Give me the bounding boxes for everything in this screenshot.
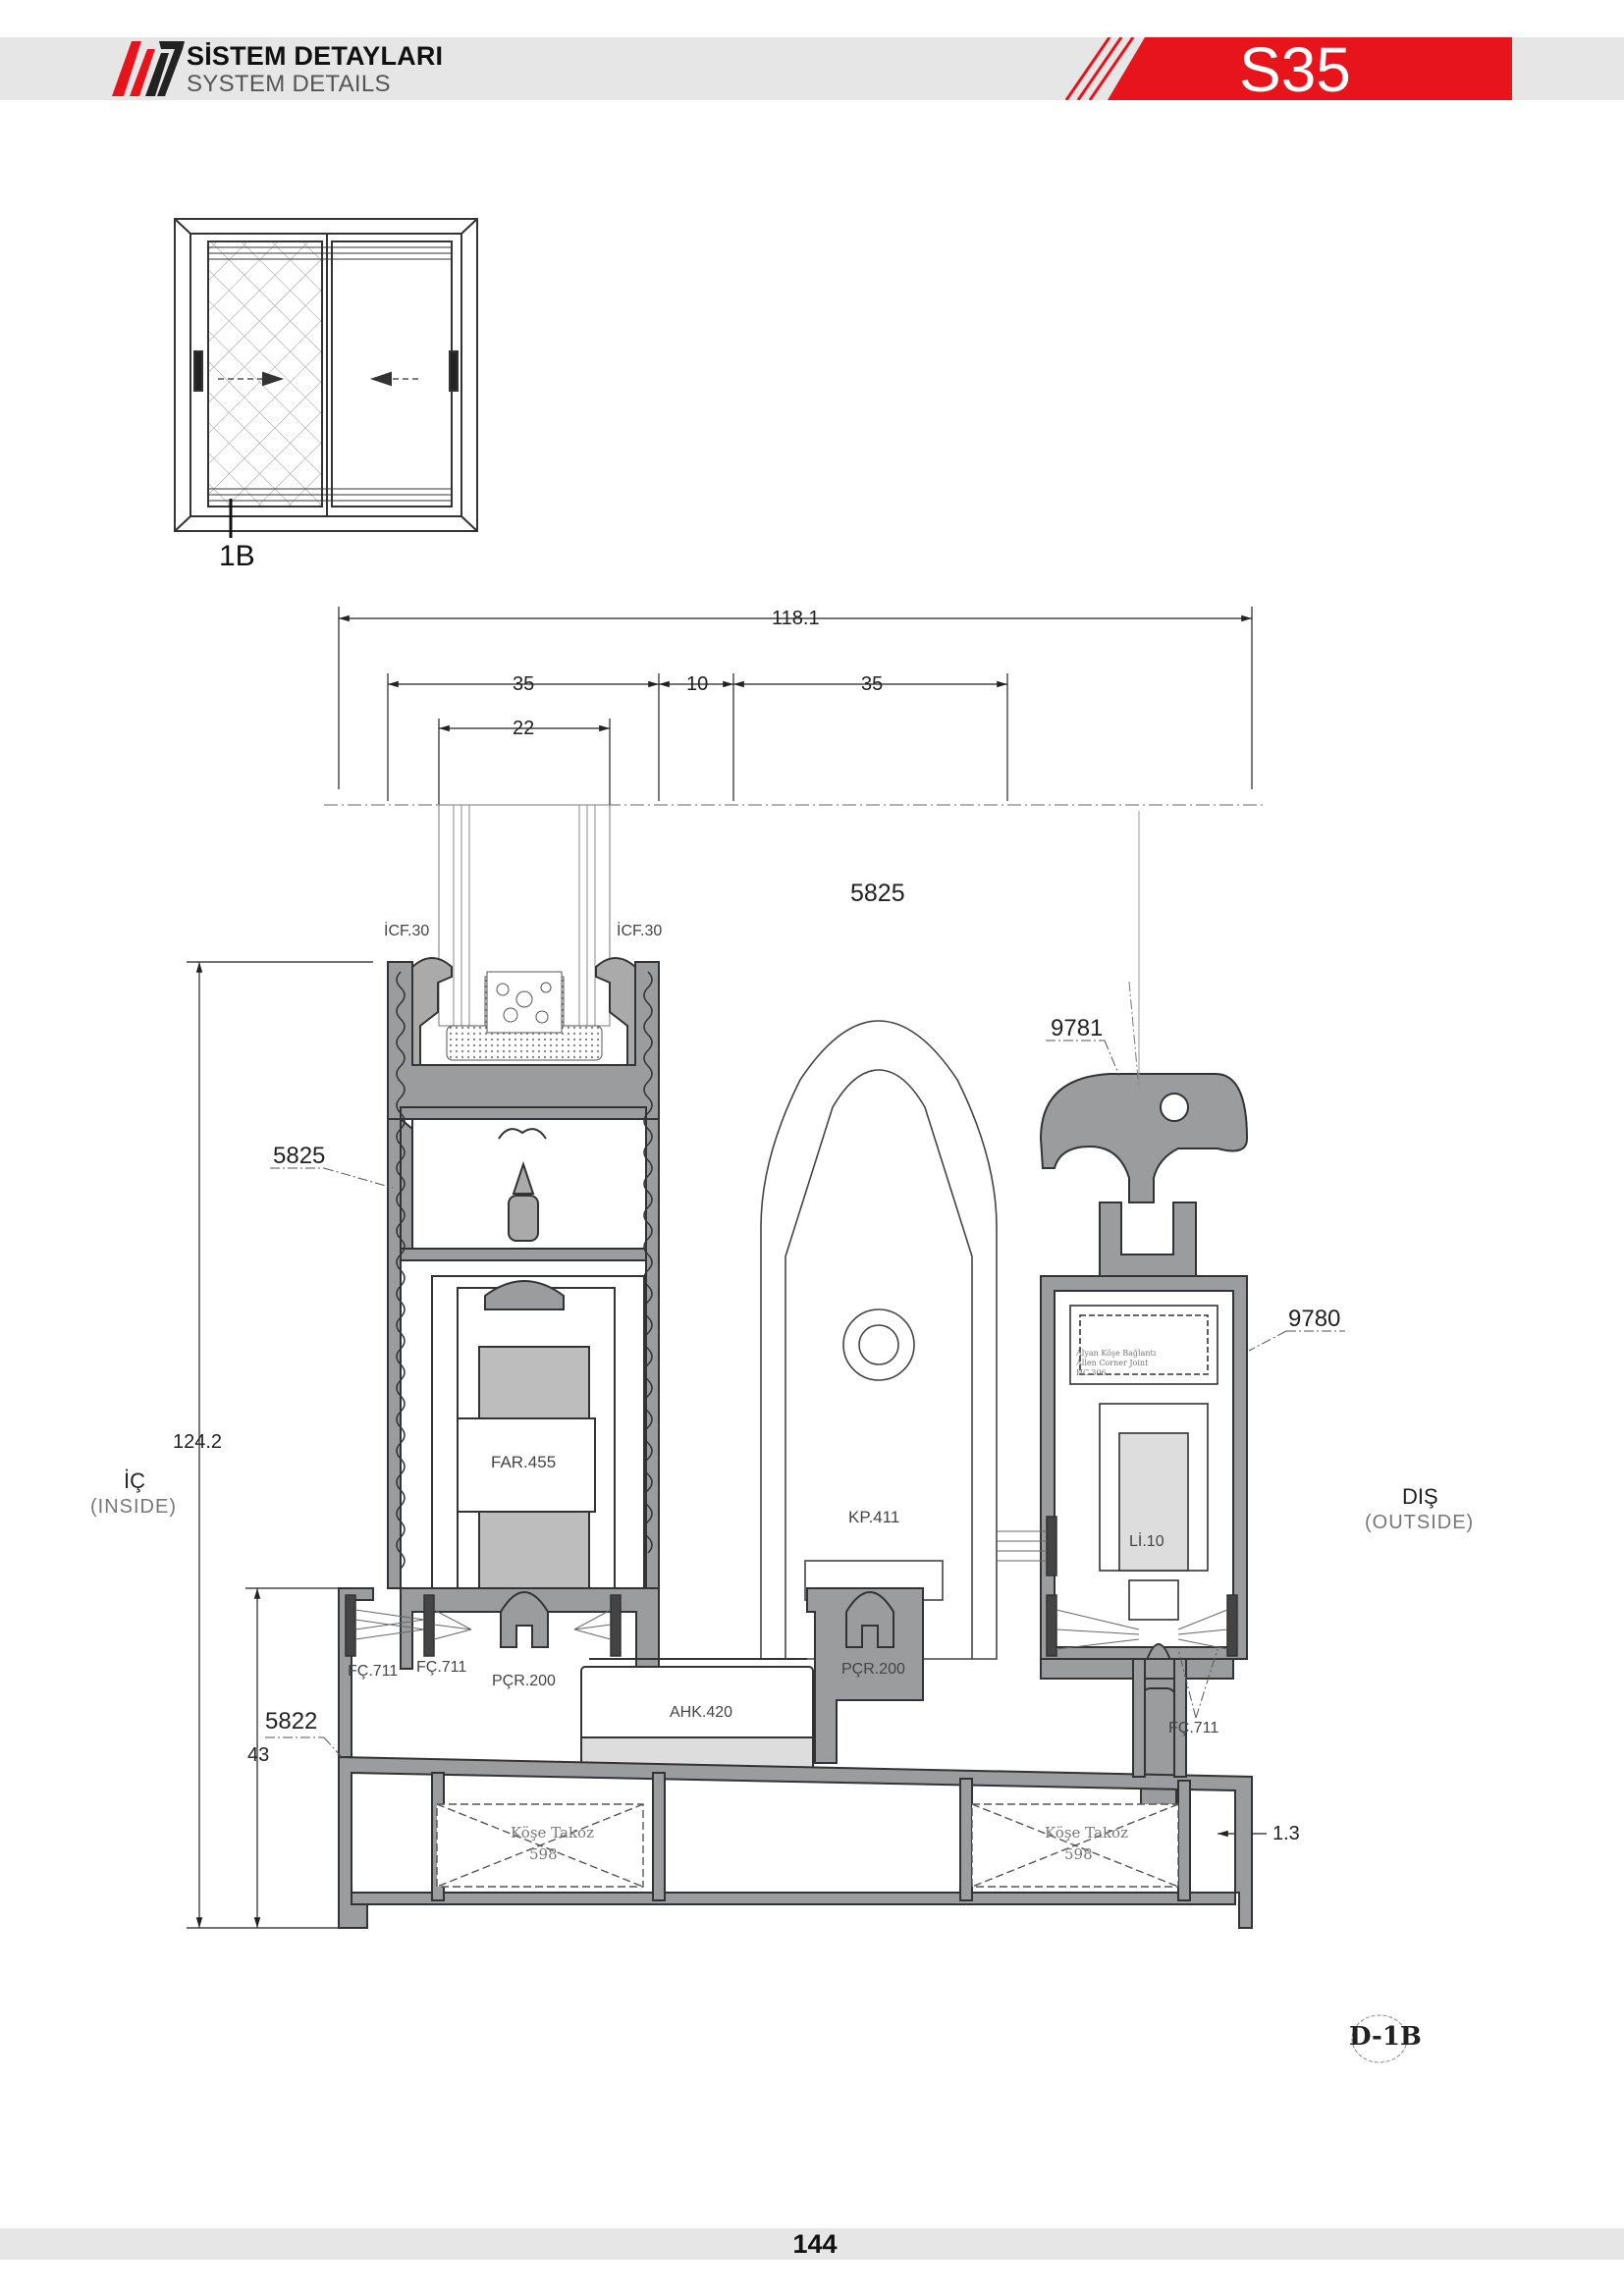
part-label-rail-left: PÇR.200 [492, 1673, 556, 1689]
part-label-sash-left: 5825 [273, 1143, 326, 1169]
brush-seals [345, 1516, 1238, 1657]
wavy-sash-edge [396, 971, 653, 1570]
dim-wall: 1.3 [1272, 1823, 1300, 1844]
frame-profile [338, 1587, 1253, 1929]
part-label-frame: 5822 [265, 1708, 318, 1735]
part-label-brush-2: FÇ.711 [416, 1659, 467, 1676]
detail-ref-label: D-1B [1349, 2022, 1422, 2052]
company-logo [112, 41, 185, 96]
part-label-brush-1: FÇ.711 [348, 1663, 399, 1680]
corner-block-2-label: Köşe Takoz [1045, 1824, 1128, 1842]
page-number: 144 [792, 2229, 838, 2259]
part-label-screen-b: 9780 [1288, 1306, 1341, 1332]
glass-unit [438, 804, 611, 1061]
corner-block-1-label: Köşe Takoz [511, 1824, 594, 1842]
header-title-tr: SİSTEM DETAYLARI [187, 41, 444, 71]
part-label-gasket-right: İCF.30 [617, 923, 663, 939]
part-label-rail-right: PÇR.200 [841, 1661, 905, 1678]
dim-sash-right: 35 [861, 673, 884, 695]
series-code: S35 [1239, 34, 1351, 105]
corner-blocks [436, 1803, 1179, 1888]
part-label-drain-cover: AHK.420 [670, 1704, 733, 1721]
part-label-screen-a: 9781 [1051, 1015, 1104, 1041]
part-label-roller: FAR.455 [491, 1453, 557, 1471]
corner-joint-label-en: Allen Corner Joint [1076, 1359, 1149, 1367]
screw-anchor [498, 1128, 547, 1242]
outside-label-en: (OUTSIDE) [1365, 1512, 1475, 1533]
header-title-en: SYSTEM DETAILS [187, 71, 391, 97]
rail-bottom-sash [400, 1587, 660, 1670]
dim-sill-height: 43 [247, 1744, 270, 1766]
dim-gap: 10 [686, 673, 709, 695]
corner-block-2-code: 598 [1064, 1845, 1093, 1863]
part-label-bracket: Lİ.10 [1129, 1533, 1164, 1550]
dim-sash-left: 35 [513, 673, 535, 695]
dim-overall-width: 118.1 [772, 608, 820, 629]
inside-label-en: (INSIDE) [90, 1496, 177, 1518]
dim-total-height: 124.2 [173, 1431, 223, 1453]
screen-insert [1069, 1305, 1218, 1621]
footer-bar [0, 2228, 1624, 2260]
part-label-gasket-left: İCF.30 [384, 923, 430, 939]
corner-joint-label-tr: Alyan Köşe Bağlantı [1076, 1349, 1157, 1358]
part-label-sash-top: 5825 [850, 880, 905, 907]
roller-housing [431, 1275, 645, 1589]
interlock-cap [760, 1020, 998, 1683]
dim-glass: 22 [513, 718, 535, 739]
outside-label-tr: DIŞ [1402, 1484, 1438, 1509]
glazing-gaskets [411, 957, 636, 1066]
series-badge [1064, 37, 1512, 100]
corner-joint-code: HC.306 [1076, 1368, 1107, 1377]
part-label-interlock: KP.411 [848, 1508, 900, 1526]
rail-centre [806, 1587, 924, 1764]
detail-ref-circle [1351, 2014, 1408, 2063]
inside-label-tr: İÇ [124, 1468, 145, 1493]
corner-block-1-code: 598 [529, 1845, 558, 1863]
window-thumbnail [174, 218, 478, 538]
section-ref-label: 1B [219, 540, 255, 572]
part-label-brush-3: FÇ.711 [1168, 1720, 1219, 1736]
